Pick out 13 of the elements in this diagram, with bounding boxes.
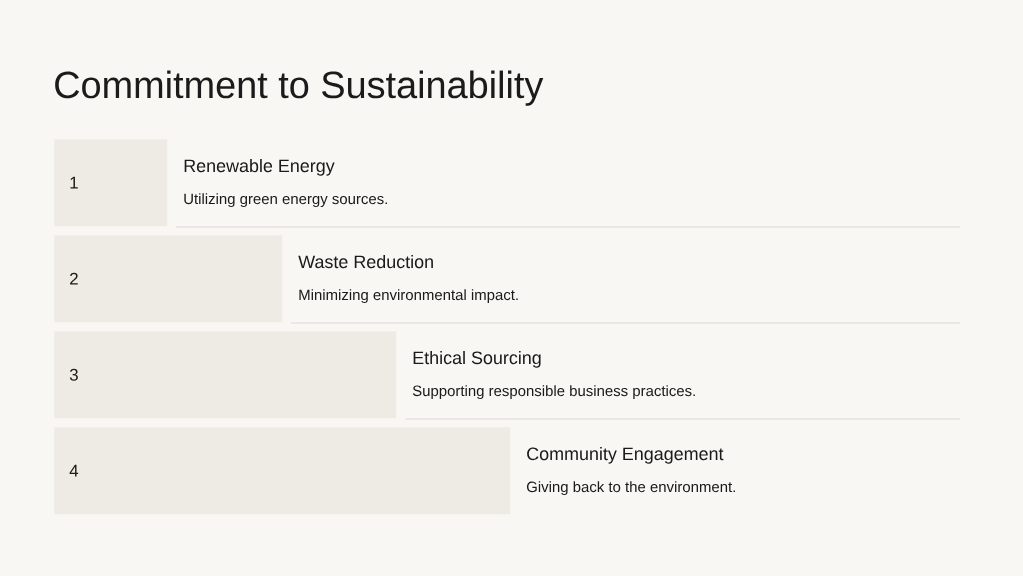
number-box: 4 [54,427,511,515]
item-heading: Ethical Sourcing [413,351,541,368]
number-box: 1 [54,139,168,227]
item-description: Giving back to the environment. [526,481,735,496]
title: Commitment to Sustainability [55,70,544,106]
item-description: Utilizing green energy sources. [184,193,387,208]
item-description: Minimizing environmental impact. [299,289,518,304]
number-box: 2 [54,235,283,323]
item-heading: Waste Reduction [298,255,433,269]
item-description: Supporting responsible business practices. [412,385,695,400]
number-box: 3 [54,331,397,419]
item-heading: Renewable Energy [184,159,335,176]
item-heading: Community Engagement [527,447,724,464]
